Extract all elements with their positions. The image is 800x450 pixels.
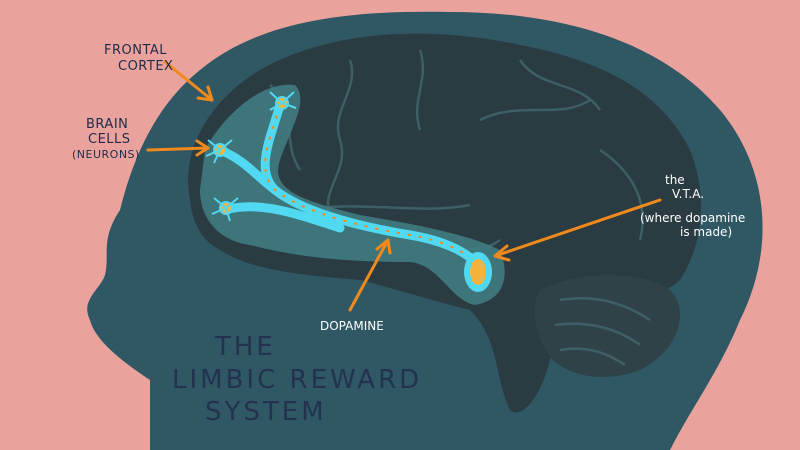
frontal-arrow bbox=[163, 60, 214, 102]
svg-text:THE: THE bbox=[214, 332, 276, 362]
vta-arrow bbox=[493, 198, 662, 262]
neurons-arrow bbox=[146, 139, 210, 157]
pathway-glow bbox=[200, 84, 505, 305]
arrows bbox=[146, 60, 662, 312]
vta-label: the V.T.A. (where dopamine is made) bbox=[640, 173, 749, 239]
vta-core bbox=[470, 259, 486, 285]
dopamine-dots bbox=[264, 104, 479, 266]
dopamine-arrow bbox=[348, 238, 392, 312]
frontal-cortex-label: FRONTAL CORTEX bbox=[104, 43, 173, 74]
svg-text:SYSTEM: SYSTEM bbox=[205, 397, 327, 427]
diagram-title: THE LIMBIC REWARD SYSTEM bbox=[172, 332, 422, 427]
dopamine-label: DOPAMINE bbox=[320, 319, 384, 333]
cerebellum bbox=[534, 275, 680, 378]
svg-text:LIMBIC REWARD: LIMBIC REWARD bbox=[172, 365, 422, 395]
brain-cells-label: BRAIN CELLS (NEURONS) bbox=[72, 117, 140, 161]
neuron-dendrites bbox=[205, 91, 297, 222]
brain-shape bbox=[188, 33, 701, 413]
